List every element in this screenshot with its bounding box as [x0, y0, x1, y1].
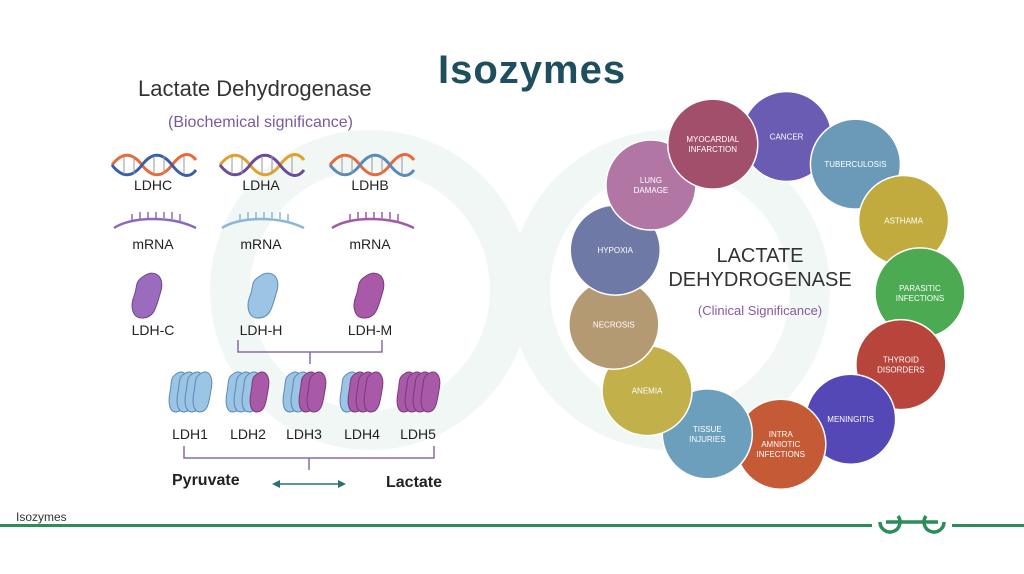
mrna-label-1: mRNA	[132, 236, 174, 252]
subunit-label-c: LDH-C	[131, 322, 175, 338]
isoform-tetramer-icon	[396, 371, 441, 413]
clinical-item-label: PARASITIC	[899, 284, 941, 293]
isoform-label-ldh4: LDH4	[344, 426, 380, 442]
clinical-item-label: DISORDERS	[877, 366, 925, 375]
clinical-item-label: MYOCARDIAL	[686, 135, 739, 144]
isoform-tetramer-icon	[282, 371, 327, 413]
clinical-item-label: DAMAGE	[634, 186, 669, 195]
gene-label-ldhb: LDHB	[351, 177, 389, 193]
clinical-item-label: INJURIES	[689, 435, 725, 444]
reaction-lactate: Lactate	[386, 474, 443, 491]
subunit-m-icon	[353, 272, 385, 319]
mrna-label-2: mRNA	[240, 236, 282, 252]
clinical-significance-ring: CANCERTUBERCULOSISASTHAMAPARASITICINFECT…	[568, 90, 966, 490]
clinical-item-label: THYROID	[883, 356, 919, 365]
ring-center-sub: (Clinical Significance)	[698, 303, 822, 318]
clinical-item-label: TUBERCULOSIS	[824, 160, 886, 169]
gene-label-ldha: LDHA	[242, 177, 280, 193]
clinical-item-circle	[667, 98, 759, 190]
isoform-label-ldh2: LDH2	[230, 426, 266, 442]
gfg-logo-icon	[878, 514, 946, 534]
subunit-c-icon	[131, 272, 163, 319]
gene-label-ldhc: LDHC	[133, 177, 173, 193]
clinical-item-label: CANCER	[770, 133, 804, 142]
dna-icon	[218, 153, 306, 177]
dna-icon	[110, 153, 198, 177]
left-subheading: (Biochemical significance)	[168, 114, 353, 131]
clinical-item-label: INFECTIONS	[757, 450, 805, 459]
footer-title: Isozymes	[16, 510, 67, 524]
footer-logo-area	[872, 504, 952, 540]
reaction-bracket	[183, 446, 435, 488]
dna-icon	[328, 153, 416, 177]
page-title: Isozymes	[438, 48, 627, 92]
isoform-tetramer-icon	[225, 371, 270, 413]
clinical-item-label: HYPOXIA	[597, 246, 633, 255]
clinical-item-label: LUNG	[640, 176, 662, 185]
clinical-item-label: ASTHAMA	[884, 217, 923, 226]
isoform-row	[168, 371, 441, 413]
clinical-item-label: AMNIOTIC	[761, 440, 800, 449]
subunit-bracket	[237, 340, 383, 364]
subunit-label-m: LDH-M	[347, 322, 393, 338]
subunit-label-h: LDH-H	[239, 322, 283, 338]
clinical-item-label: ANEMIA	[632, 387, 663, 396]
clinical-item-label: INTRA	[769, 430, 794, 439]
isoform-label-ldh1: LDH1	[172, 426, 208, 442]
clinical-item-label: TISSUE	[693, 425, 722, 434]
footer-divider	[0, 524, 1024, 527]
dna-row	[110, 153, 416, 177]
mrna-icon	[113, 212, 197, 230]
mrna-label-3: mRNA	[349, 236, 391, 252]
ring-center-line1: LACTATE	[716, 245, 803, 267]
mrna-row	[113, 212, 415, 230]
ring-center-line2: DEHYDROGENASE	[668, 269, 851, 291]
clinical-item-label: MENINGITIS	[827, 415, 874, 424]
reaction-pyruvate: Pyruvate	[172, 472, 240, 489]
isoform-label-ldh3: LDH3	[286, 426, 322, 442]
clinical-item-label: INFECTIONS	[896, 294, 944, 303]
mrna-icon	[221, 212, 305, 230]
clinical-item-label: INFARCTION	[689, 145, 738, 154]
left-heading: Lactate Dehydrogenase	[138, 76, 372, 101]
isoform-label-ldh5: LDH5	[400, 426, 436, 442]
subunit-h-icon	[247, 272, 279, 319]
isoform-tetramer-icon	[168, 371, 213, 413]
isoform-tetramer-icon	[339, 371, 384, 413]
subunit-row	[131, 272, 385, 319]
mrna-icon	[331, 212, 415, 230]
double-arrow-icon	[272, 480, 346, 488]
clinical-item-label: NECROSIS	[593, 320, 635, 329]
